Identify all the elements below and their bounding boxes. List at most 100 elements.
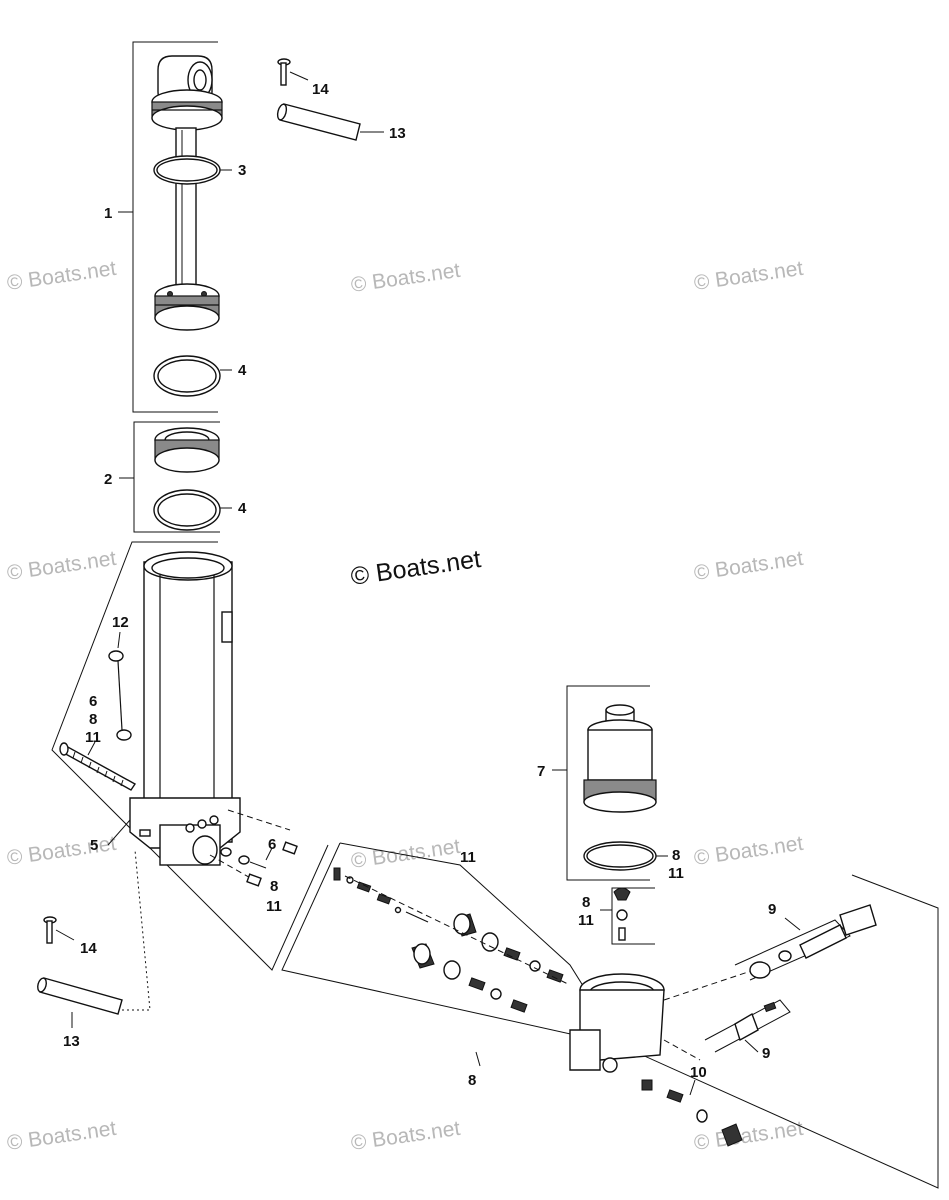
valve-fitting-face — [413, 943, 431, 965]
callout-8: 8 — [582, 894, 590, 911]
reservoir-body — [587, 729, 653, 781]
clevis-pin-shank — [280, 62, 287, 86]
pins-top — [276, 58, 384, 141]
leader-14a — [289, 71, 309, 81]
thread — [80, 756, 84, 764]
manual-release-valve — [704, 904, 877, 1053]
callout-3: 3 — [238, 162, 246, 179]
callout-5: 5 — [90, 837, 98, 854]
watermark: © Boats.net — [692, 832, 804, 870]
bracket-5 — [51, 541, 329, 971]
spring — [546, 969, 564, 983]
fill-cap-top — [605, 704, 635, 716]
center-watermark: © Boats.net — [349, 545, 483, 591]
callout-12: 12 — [112, 614, 129, 631]
callout-14: 14 — [80, 940, 97, 957]
seal-ring — [238, 855, 250, 865]
piston-bottom — [154, 305, 220, 331]
watermark: © Boats.net — [349, 835, 461, 873]
pump-body-flange — [569, 1029, 601, 1071]
callout-11: 11 — [85, 729, 101, 746]
leader-10 — [689, 1079, 696, 1096]
dotted-leader — [122, 849, 151, 1011]
bolt-head — [59, 742, 69, 756]
pins-bottom — [37, 849, 151, 1028]
reservoir-bottom — [583, 791, 657, 813]
spring — [468, 977, 486, 991]
spring — [510, 999, 528, 1013]
thread — [112, 775, 116, 783]
thread — [120, 779, 124, 787]
dash-line — [227, 809, 291, 831]
spring — [376, 893, 392, 905]
strap-eye-top — [108, 650, 124, 662]
callout-13: 13 — [389, 125, 406, 142]
plug — [613, 887, 631, 901]
leader-8e — [475, 1051, 481, 1067]
bracket-7 — [566, 685, 650, 881]
callout-11: 11 — [668, 865, 684, 882]
o-ring-4-inner — [157, 359, 217, 393]
valve-fitting — [721, 1123, 743, 1147]
rod-eye-hole — [193, 69, 207, 91]
bracket-2 — [133, 421, 220, 533]
spring — [666, 1089, 684, 1103]
thread — [104, 770, 108, 778]
watermark: © Boats.net — [349, 259, 461, 297]
callout-10: 10 — [690, 1064, 707, 1081]
callout-4: 4 — [238, 500, 247, 517]
callouts: 1 2 3 4 4 5 6 8 11 12 14 13 14 13 6 8 11… — [63, 81, 776, 1089]
lug-notch — [139, 829, 151, 837]
ball — [394, 906, 402, 914]
release-valve-head — [839, 904, 877, 936]
retaining-clip — [734, 1012, 759, 1042]
o-ring-4b-inner — [157, 493, 217, 527]
leader-9b — [744, 1039, 759, 1053]
bracket-8-left — [281, 842, 621, 1046]
watermark: © Boats.net — [692, 257, 804, 295]
callout-4: 4 — [238, 362, 247, 379]
spring-pin — [618, 927, 626, 941]
ball — [346, 876, 354, 884]
o-ring — [443, 960, 461, 980]
spring — [356, 881, 372, 893]
leader-9a — [784, 917, 801, 931]
callout-8: 8 — [89, 711, 97, 728]
thread — [88, 761, 92, 769]
valve-group-10 — [641, 1079, 743, 1147]
thread — [96, 766, 100, 774]
leader-11 — [87, 741, 96, 756]
leader-5 — [107, 819, 131, 846]
watermark: © Boats.net — [5, 832, 117, 870]
reservoir-assembly — [552, 685, 668, 945]
watermark: © Boats.net — [692, 1117, 804, 1155]
watermark: © Boats.net — [5, 547, 117, 585]
o-ring — [749, 961, 771, 979]
pump-valve-assembly — [281, 842, 939, 1189]
check-pin — [282, 841, 298, 855]
plug — [333, 867, 341, 881]
leader-6b — [249, 861, 267, 869]
watermark: © Boats.net — [5, 257, 117, 295]
check-pin — [246, 873, 262, 887]
callout-14: 14 — [312, 81, 329, 98]
callout-7: 7 — [537, 763, 545, 780]
callout-8: 8 — [672, 847, 680, 864]
watermark: © Boats.net — [5, 1117, 117, 1155]
dash-line — [344, 875, 571, 986]
cylinder-fittings — [209, 809, 298, 887]
bolt-assembly-left — [59, 741, 137, 791]
port-hole — [197, 819, 207, 829]
callout-9: 9 — [768, 901, 776, 918]
thread — [72, 751, 76, 759]
port-hole — [209, 815, 219, 825]
callout-13: 13 — [63, 1033, 80, 1050]
dash-line — [663, 967, 761, 1001]
memory-piston-assembly — [119, 421, 232, 533]
o-ring — [481, 932, 499, 952]
leader-12 — [117, 631, 121, 649]
piston-rod-assembly — [118, 41, 232, 413]
plug — [641, 1079, 653, 1091]
piston-rod — [175, 127, 197, 289]
